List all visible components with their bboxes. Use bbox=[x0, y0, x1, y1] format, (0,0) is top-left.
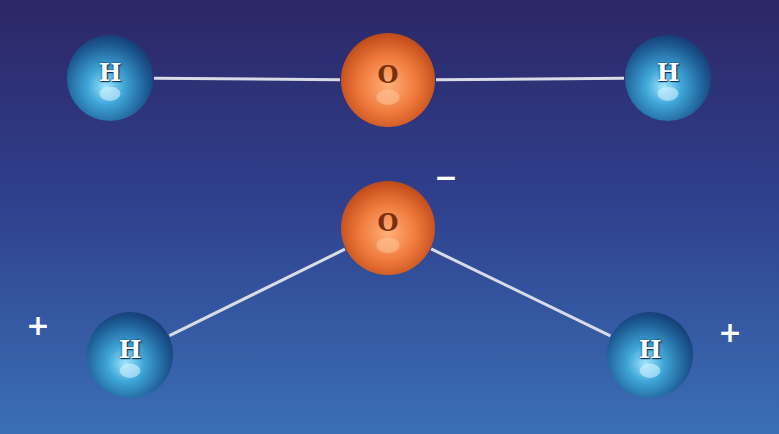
sphere-highlight bbox=[99, 87, 120, 101]
hydrogen-atom: H bbox=[86, 311, 174, 399]
sphere-fill bbox=[341, 181, 435, 275]
oxygen-atom: O bbox=[340, 32, 436, 128]
sphere-highlight bbox=[376, 90, 399, 105]
element-symbol: H bbox=[657, 61, 680, 85]
chemical-bond bbox=[431, 249, 610, 336]
charge-sign: − bbox=[434, 164, 457, 192]
sphere-highlight bbox=[119, 364, 140, 378]
hydrogen-atom: H bbox=[66, 34, 154, 122]
sphere-fill bbox=[625, 35, 711, 121]
chemical-bond bbox=[154, 78, 340, 79]
sphere-fill bbox=[67, 35, 153, 121]
element-symbol: H bbox=[99, 61, 122, 85]
sphere-fill bbox=[87, 312, 173, 398]
sphere-fill bbox=[341, 33, 435, 127]
hydrogen-atom: H bbox=[606, 311, 694, 399]
sphere-highlight bbox=[657, 87, 678, 101]
element-symbol: H bbox=[119, 338, 142, 362]
sphere-highlight bbox=[639, 364, 660, 378]
chemical-bond bbox=[436, 78, 624, 79]
element-symbol: O bbox=[378, 63, 399, 87]
sphere-fill bbox=[607, 312, 693, 398]
chemical-bond bbox=[169, 249, 344, 335]
hydrogen-atom: H bbox=[624, 34, 712, 122]
sphere-highlight bbox=[376, 238, 399, 253]
element-symbol: O bbox=[378, 211, 399, 235]
oxygen-atom: O bbox=[340, 180, 436, 276]
charge-sign: + bbox=[718, 319, 741, 347]
charge-sign: + bbox=[26, 312, 49, 340]
element-symbol: H bbox=[639, 338, 662, 362]
